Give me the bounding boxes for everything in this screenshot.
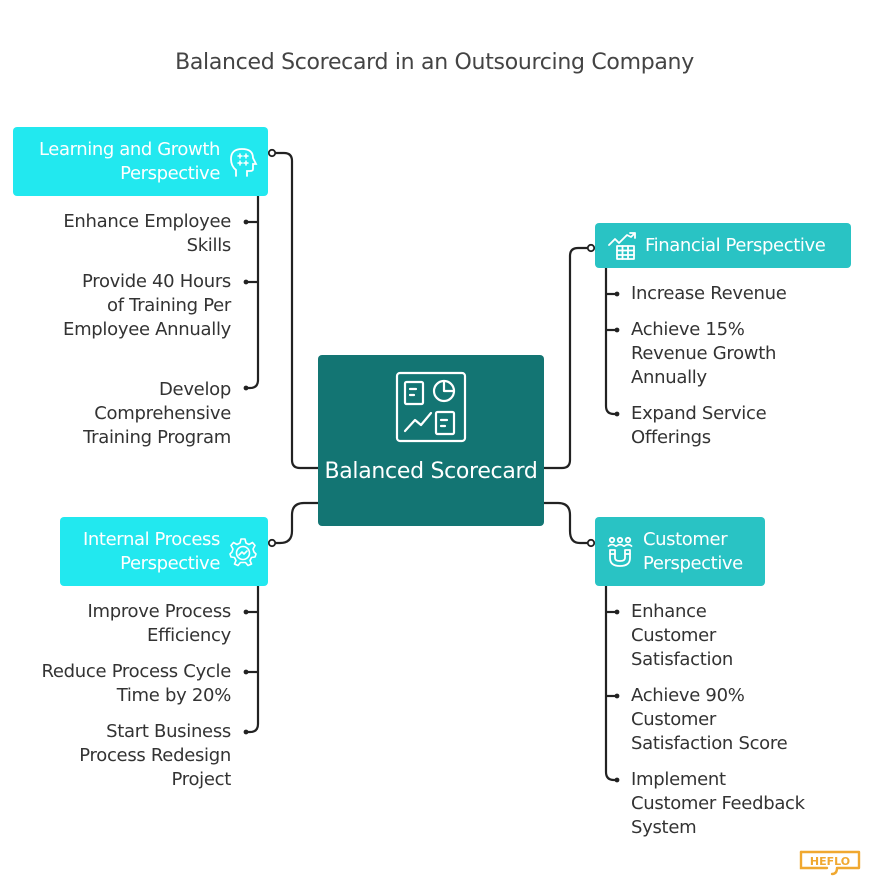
financial-label: Financial Perspective xyxy=(645,234,826,256)
heflo-logo: HEFLO xyxy=(799,850,861,876)
scorecard-dashboard-icon xyxy=(395,371,467,443)
customer-item-1: Enhance Customer Satisfaction xyxy=(631,601,734,670)
customer-label: Customer Perspective xyxy=(643,528,743,574)
connector-internal xyxy=(272,501,318,545)
financial-item-1: Increase Revenue xyxy=(631,283,787,304)
financial-chart-icon xyxy=(608,231,636,260)
heflo-logo-text: HEFLO xyxy=(810,855,850,868)
branch-internal xyxy=(246,586,260,734)
connector-customer xyxy=(544,501,591,545)
branch-learning xyxy=(246,196,260,390)
connector-learning xyxy=(272,151,318,470)
central-node: Balanced Scorecard xyxy=(318,355,544,526)
internal-item-3: Start Business Process Redesign Project xyxy=(79,721,231,790)
customer-item-3: Implement Customer Feedback System xyxy=(631,769,805,838)
internal-item-1: Improve Process Efficiency xyxy=(87,601,231,646)
learning-item-2: Provide 40 Hours of Training Per Employe… xyxy=(63,271,231,340)
customer-magnet-icon xyxy=(607,536,633,567)
customer-node: Customer Perspective xyxy=(595,517,765,586)
learning-item-1: Enhance Employee Skills xyxy=(63,211,231,256)
learning-item-3: Develop Comprehensive Training Program xyxy=(83,379,231,448)
internal-process-node: Internal Process Perspective xyxy=(60,517,268,586)
financial-item-3: Expand Service Offerings xyxy=(631,403,767,448)
branch-financial xyxy=(604,268,617,416)
branch-customer xyxy=(604,586,617,782)
connector-financial xyxy=(544,246,591,470)
central-node-label: Balanced Scorecard xyxy=(324,459,538,484)
gear-icon xyxy=(229,537,257,566)
diagram-title: Balanced Scorecard in an Outsourcing Com… xyxy=(175,50,694,75)
financial-node: Financial Perspective xyxy=(595,223,851,268)
internal-process-label: Internal Process Perspective xyxy=(83,528,220,574)
brain-head-icon xyxy=(230,147,258,177)
learning-growth-node: Learning and Growth Perspective xyxy=(13,127,268,196)
learning-growth-label: Learning and Growth Perspective xyxy=(38,138,220,184)
financial-item-2: Achieve 15% Revenue Growth Annually xyxy=(631,319,777,388)
customer-item-2: Achieve 90% Customer Satisfaction Score xyxy=(631,685,788,754)
internal-item-2: Reduce Process Cycle Time by 20% xyxy=(41,661,232,706)
